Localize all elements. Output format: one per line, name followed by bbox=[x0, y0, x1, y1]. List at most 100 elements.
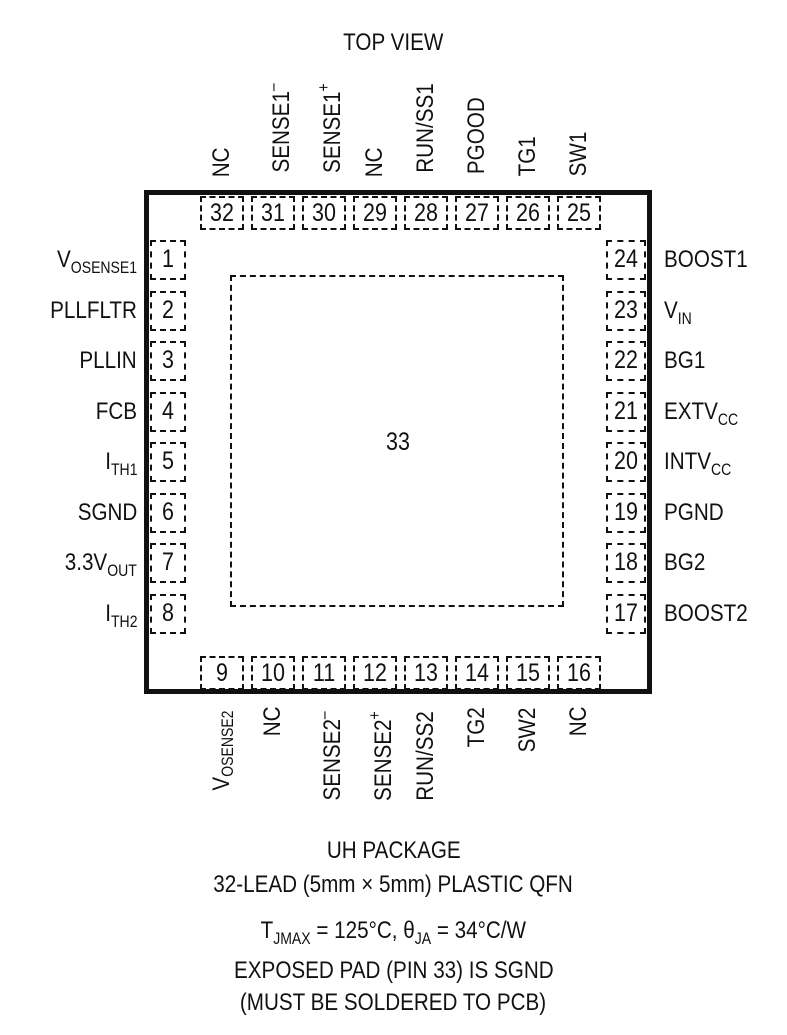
pin-box bbox=[404, 196, 448, 230]
pin-label-bottom: NC bbox=[259, 706, 286, 737]
pin-number: 29 bbox=[363, 199, 387, 227]
exposed-pad-note: EXPOSED PAD (PIN 33) IS SGND bbox=[233, 957, 554, 984]
pin-number: 1 bbox=[162, 245, 174, 273]
pin-box bbox=[606, 290, 646, 331]
pin-number: 16 bbox=[567, 659, 591, 687]
pin-label-right: BG2 bbox=[664, 549, 706, 576]
pin-number: 25 bbox=[567, 199, 591, 227]
pin-box bbox=[150, 543, 186, 583]
pin-box bbox=[455, 196, 499, 230]
pin-number: 9 bbox=[216, 659, 228, 687]
pin-label-left: ITH2 bbox=[104, 599, 137, 631]
pin-label-right: BOOST1 bbox=[664, 246, 748, 273]
pin-box bbox=[506, 656, 550, 690]
pin-box bbox=[606, 492, 646, 533]
pin-label-right: BOOST2 bbox=[664, 599, 748, 627]
pin-label-top: PGOOD bbox=[463, 96, 490, 174]
pin-label-bottom: RUN/SS2 bbox=[412, 711, 439, 801]
pin-number: 15 bbox=[516, 659, 540, 687]
pin-box bbox=[557, 196, 601, 230]
pin-number: 5 bbox=[162, 447, 174, 475]
pin-box bbox=[150, 391, 186, 432]
pin-number: 14 bbox=[465, 659, 489, 687]
pin-box bbox=[251, 196, 295, 230]
pin-number: 13 bbox=[414, 659, 438, 687]
pin-number: 6 bbox=[162, 497, 174, 526]
exposed-pad-number: 33 bbox=[386, 428, 410, 456]
pin-label-left: PLLIN bbox=[79, 347, 137, 374]
pin-number: 18 bbox=[614, 548, 638, 576]
pin-label-left: ITH1 bbox=[104, 448, 137, 479]
pin-box bbox=[506, 196, 550, 230]
pin-label-bottom: TG2 bbox=[463, 707, 490, 748]
pin-number: 17 bbox=[614, 598, 638, 627]
package-description: 32-LEAD (5mm × 5mm) PLASTIC QFN bbox=[213, 871, 574, 898]
pin-number: 10 bbox=[261, 659, 285, 687]
pin-box bbox=[200, 656, 244, 690]
pin-box bbox=[150, 442, 186, 482]
pin-label-left: 3.3VOUT bbox=[64, 549, 137, 580]
pin-number: 19 bbox=[614, 497, 638, 526]
package-name: UH PACKAGE bbox=[326, 837, 461, 864]
pin-box bbox=[606, 341, 646, 381]
pin-label-top: RUN/SS1 bbox=[412, 83, 439, 173]
pin-number: 21 bbox=[614, 396, 638, 425]
pin-number: 2 bbox=[162, 295, 174, 324]
pin-box bbox=[251, 656, 295, 690]
pin-label-bottom: NC bbox=[565, 706, 592, 737]
pin-box bbox=[150, 290, 186, 331]
pin-box bbox=[606, 593, 646, 634]
pin-number: 22 bbox=[614, 346, 638, 374]
pin-box bbox=[606, 543, 646, 583]
pin-label-right: VIN bbox=[664, 296, 692, 328]
pin-label-right: EXTVCC bbox=[664, 397, 739, 429]
pin-box bbox=[606, 442, 646, 482]
pin-number: 23 bbox=[614, 295, 638, 324]
pin-number: 24 bbox=[614, 245, 638, 273]
pin-number: 3 bbox=[162, 346, 174, 374]
pin-number: 28 bbox=[414, 199, 438, 227]
pin-box bbox=[200, 196, 244, 230]
pin-label-top: SENSE1– bbox=[264, 83, 295, 173]
pin-label-top: TG1 bbox=[514, 136, 541, 177]
pin-label-bottom: SW2 bbox=[514, 707, 541, 753]
pin-number: 8 bbox=[162, 598, 174, 627]
pin-label-right: PGND bbox=[664, 498, 724, 526]
pin-box bbox=[150, 341, 186, 381]
pin-number: 32 bbox=[210, 199, 234, 227]
pin-label-bottom: SENSE2+ bbox=[366, 711, 397, 801]
pin-box bbox=[150, 492, 186, 533]
pin-number: 30 bbox=[312, 199, 336, 227]
top-view-title: TOP VIEW bbox=[343, 29, 444, 56]
pin-label-top: NC bbox=[208, 147, 235, 178]
pin-box bbox=[302, 656, 346, 690]
pin-label-left: VOSENSE1 bbox=[56, 246, 137, 277]
pin-number: 26 bbox=[516, 199, 540, 227]
pin-label-right: BG1 bbox=[664, 347, 706, 374]
pin-label-bottom: SENSE2– bbox=[315, 711, 346, 801]
pin-box bbox=[557, 656, 601, 690]
pin-box bbox=[150, 593, 186, 634]
pin-box bbox=[353, 196, 397, 230]
package-outline bbox=[144, 190, 652, 694]
exposed-pad bbox=[230, 275, 564, 607]
solder-note: (MUST BE SOLDERED TO PCB) bbox=[240, 989, 547, 1016]
pin-number: 31 bbox=[261, 199, 285, 227]
pin-box bbox=[353, 656, 397, 690]
pin-box bbox=[302, 196, 346, 230]
pin-label-bottom: VOSENSE2 bbox=[208, 710, 237, 791]
pin-box bbox=[150, 240, 186, 280]
pin-number: 12 bbox=[363, 659, 387, 687]
pin-box bbox=[606, 240, 646, 280]
pin-number: 20 bbox=[614, 447, 638, 475]
pin-label-left: PLLFLTR bbox=[50, 296, 137, 324]
pin-number: 27 bbox=[465, 199, 489, 227]
pin-number: 7 bbox=[162, 548, 174, 576]
pin-box bbox=[455, 656, 499, 690]
pin-number: 11 bbox=[312, 659, 336, 687]
pin-box bbox=[606, 391, 646, 432]
pin-label-top: SW1 bbox=[565, 131, 592, 177]
thermal-spec: TJMAX = 125°C, θJA = 34°C/W bbox=[260, 917, 527, 948]
pin-label-top: NC bbox=[361, 147, 388, 178]
pin-label-left: FCB bbox=[95, 397, 137, 425]
